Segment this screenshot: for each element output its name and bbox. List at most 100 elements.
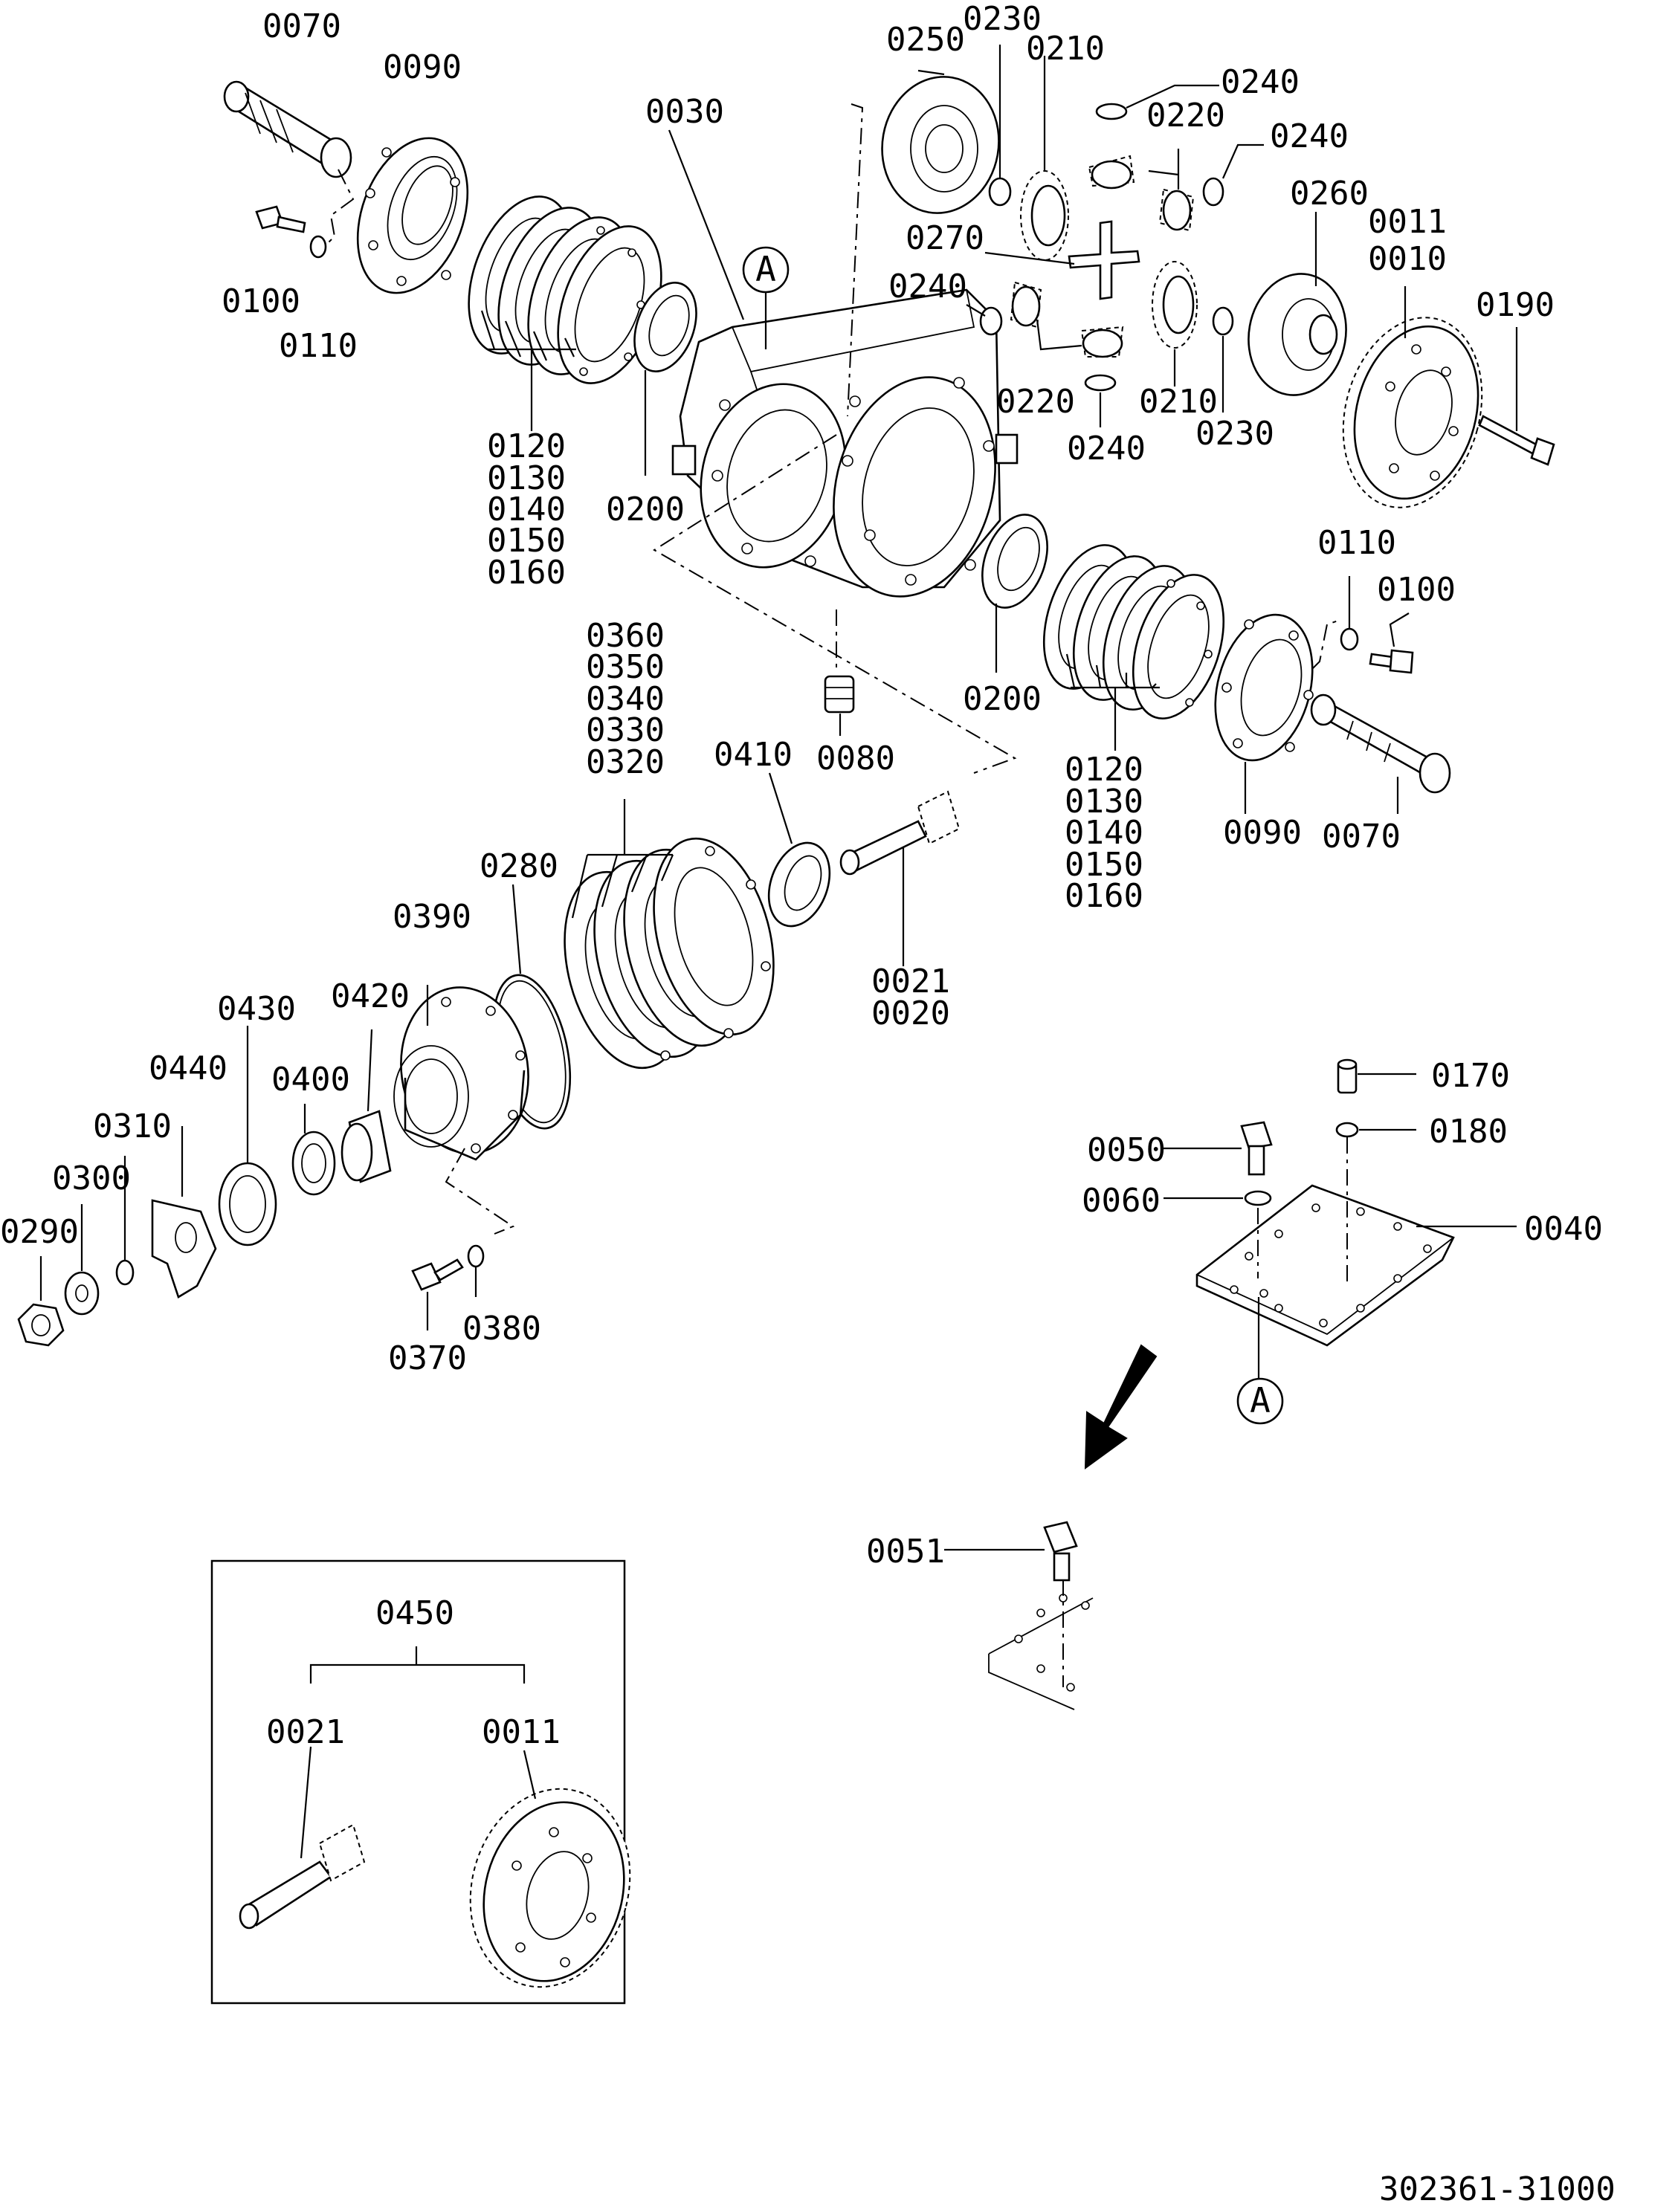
label-0100-right: 0100: [1377, 571, 1456, 609]
sleeve-0420: [341, 1110, 392, 1183]
label-0011-inset: 0011: [482, 1713, 561, 1751]
bearing-0200-left: [633, 282, 697, 372]
plug-0080: [824, 675, 855, 714]
label-0150-left: 0150: [487, 522, 566, 560]
label-0260: 0260: [1290, 175, 1369, 213]
label-0120-right: 0120: [1065, 751, 1143, 789]
label-0210-bottom: 0210: [1139, 383, 1218, 421]
view-arrow-icon: [1084, 1344, 1158, 1470]
label-0021-main: 0021: [871, 963, 950, 1000]
bolt-0190: [1478, 415, 1555, 466]
label-0130-right: 0130: [1065, 783, 1143, 821]
cover-plate-0040: [1195, 1184, 1455, 1347]
bolt-0370: [411, 1258, 464, 1291]
brake-disc-pack-right: [1042, 544, 1225, 719]
axle-cover-0090-left: [356, 137, 469, 294]
label-0160-left: 0160: [487, 554, 566, 592]
label-0330: 0330: [586, 711, 665, 749]
o-ring-0310: [115, 1259, 135, 1286]
label-0240-a: 0240: [1221, 63, 1300, 101]
yoke-flange-0440: [151, 1199, 217, 1299]
label-0320: 0320: [586, 743, 665, 781]
label-0170: 0170: [1431, 1057, 1510, 1095]
housing-0390: [393, 986, 529, 1161]
washer-0230-top: [988, 177, 1012, 207]
drawing-number: 302361-31000: [1379, 2170, 1616, 2208]
label-0300: 0300: [52, 1160, 131, 1197]
nut-0290: [17, 1303, 65, 1347]
label-0110-top: 0110: [279, 327, 358, 365]
label-0440: 0440: [149, 1050, 227, 1087]
label-0030: 0030: [645, 93, 724, 131]
washer-0060: [1244, 1190, 1272, 1206]
washer-0300: [64, 1271, 100, 1316]
label-0230-top: 0230: [963, 0, 1042, 38]
bolt-0100-left: [255, 205, 306, 233]
washer-0240-a: [1095, 103, 1128, 120]
axle-cover-0090-right: [1214, 613, 1314, 762]
inset-ring-gear-0011: [469, 1788, 631, 1988]
washer-0240-d: [1084, 374, 1117, 392]
pinion-gear-0220-left: [1010, 281, 1042, 329]
label-0230-bottom: 0230: [1195, 415, 1274, 453]
label-0430: 0430: [217, 990, 296, 1028]
bearing-0410: [767, 841, 831, 928]
label-0050: 0050: [1087, 1131, 1166, 1169]
pinion-gear-0220-top: [1088, 155, 1135, 190]
bearing-0400: [291, 1131, 336, 1196]
label-0400: 0400: [271, 1061, 350, 1099]
label-0060: 0060: [1082, 1182, 1161, 1220]
label-0240-c: 0240: [888, 268, 967, 305]
label-0340: 0340: [586, 680, 665, 718]
label-0380: 0380: [462, 1310, 541, 1348]
inset-pinion-0021: [239, 1823, 366, 1930]
label-0190: 0190: [1476, 286, 1555, 324]
label-0240-d: 0240: [1067, 430, 1146, 468]
label-0210-top: 0210: [1026, 30, 1105, 68]
washer-0240-b: [1202, 177, 1224, 207]
bolt-0051: [1043, 1521, 1078, 1582]
side-gear-0210-top: [1020, 170, 1069, 261]
diff-case-0260: [1248, 273, 1347, 396]
label-0070-top: 0070: [262, 7, 341, 45]
gear-case-0030: [671, 288, 1019, 598]
bearing-0200-right: [981, 514, 1048, 609]
washer-0110-right: [1340, 627, 1359, 651]
pinion-shaft-0020: [839, 790, 961, 876]
label-0240-b: 0240: [1270, 117, 1349, 155]
label-0010: 0010: [1368, 240, 1447, 278]
label-0410: 0410: [714, 736, 793, 774]
label-0310: 0310: [93, 1107, 172, 1145]
label-0090-right: 0090: [1223, 814, 1302, 852]
label-0200-left: 0200: [606, 491, 685, 528]
label-0130-left: 0130: [487, 459, 566, 497]
washer-0180: [1335, 1122, 1359, 1138]
label-0280: 0280: [480, 847, 558, 885]
label-0090-top: 0090: [383, 48, 462, 86]
pinion-gear-0220-right: [1158, 188, 1195, 232]
cross-shaft-0270: [1068, 220, 1140, 300]
label-0200-right: 0200: [963, 680, 1042, 718]
part-labels: 0070 0090 0100 0110 0030 0250 0230 0210 …: [0, 0, 1616, 2208]
label-0450-inset-title: 0450: [375, 1594, 454, 1632]
label-0140-right: 0140: [1065, 814, 1143, 852]
seal-0430: [218, 1162, 277, 1246]
label-0220-top: 0220: [1146, 97, 1225, 135]
axle-shaft-0070-left: [223, 80, 352, 178]
label-0011-main: 0011: [1368, 203, 1447, 241]
label-0100-top: 0100: [222, 282, 300, 320]
label-0070-right: 0070: [1322, 818, 1401, 856]
plug-0170: [1337, 1058, 1358, 1094]
label-0150-right: 0150: [1065, 846, 1143, 884]
label-0180: 0180: [1429, 1113, 1508, 1151]
brake-disc-pack-left: [468, 195, 662, 384]
washer-0230-bottom: [1212, 306, 1234, 336]
brake-disc-pack-0320-0360: [564, 837, 775, 1070]
label-0110-right: 0110: [1317, 524, 1396, 562]
label-0250: 0250: [886, 21, 965, 59]
reference-circle-top: A: [742, 246, 790, 294]
cover-plate-detail: [988, 1594, 1094, 1710]
label-0051: 0051: [866, 1533, 945, 1571]
label-0270: 0270: [906, 219, 984, 257]
label-0390: 0390: [393, 898, 471, 936]
